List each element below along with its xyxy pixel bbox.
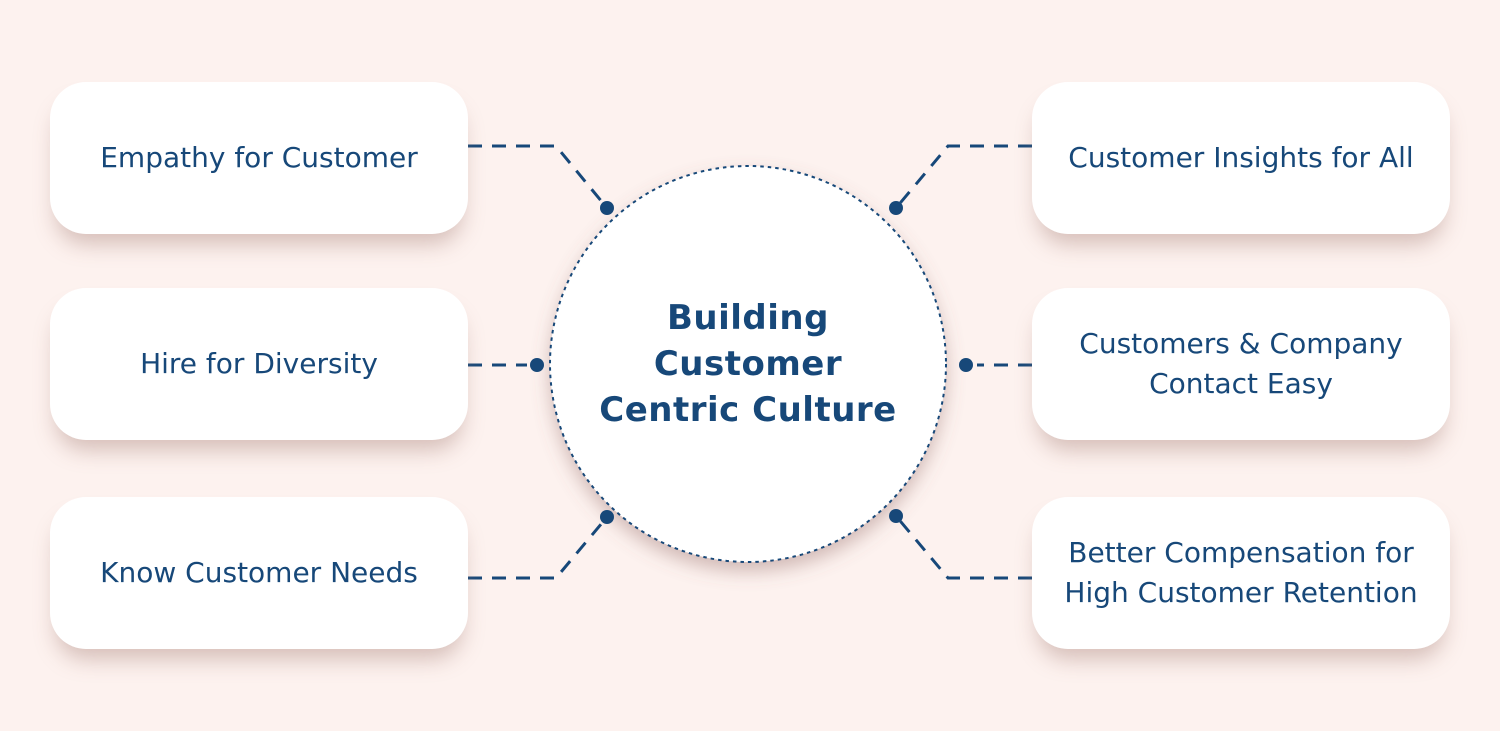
connector-bottom-left [468, 516, 609, 580]
center-title: Building Customer Centric Culture [599, 298, 897, 430]
anchor-dot-middle-left [530, 358, 544, 372]
connector-bottom-right [894, 515, 1032, 580]
card-label: Better Compensation for High Customer Re… [1064, 536, 1418, 609]
card-label: Customer Insights for All [1068, 141, 1414, 174]
anchor-dot-top-left [600, 201, 614, 215]
card-label: Know Customer Needs [100, 556, 418, 589]
card-empathy-for-customer: Empathy for Customer [50, 82, 468, 234]
connector-top-right [894, 144, 1032, 209]
card-know-customer-needs: Know Customer Needs [50, 497, 468, 649]
center-node: Building Customer Centric Culture [550, 166, 946, 562]
anchor-dot-middle-right [959, 358, 973, 372]
connector-top-left [468, 144, 609, 209]
card-hire-for-diversity: Hire for Diversity [50, 288, 468, 440]
card-customers-company-contact-easy: Customers & Company Contact Easy [1032, 288, 1450, 440]
card-label: Hire for Diversity [140, 347, 378, 380]
anchor-dot-bottom-left [600, 510, 614, 524]
anchor-dot-top-right [889, 201, 903, 215]
card-label: Customers & Company Contact Easy [1079, 327, 1403, 400]
card-label: Empathy for Customer [100, 141, 418, 174]
card-customer-insights-for-all: Customer Insights for All [1032, 82, 1450, 234]
center-circle [549, 165, 947, 563]
anchor-dot-bottom-right [889, 509, 903, 523]
card-better-compensation-retention: Better Compensation for High Customer Re… [1032, 497, 1450, 649]
